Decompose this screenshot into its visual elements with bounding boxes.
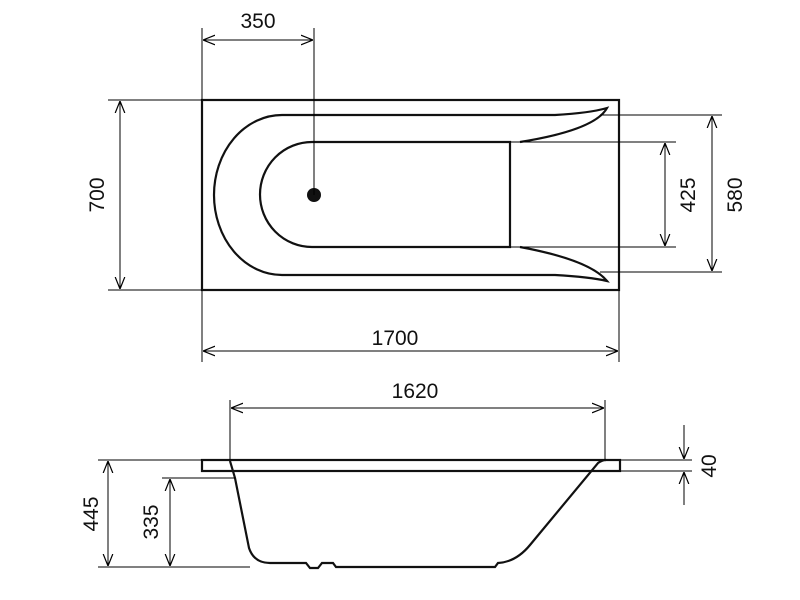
dimension-700-label: 700 (86, 177, 109, 212)
dimension-335-label: 335 (140, 504, 163, 539)
rim-outline (200, 458, 622, 473)
dimension-445-label: 445 (80, 496, 103, 531)
outer-basin-contour (212, 106, 610, 283)
dimension-1620-label: 1620 (392, 380, 439, 403)
dimension-40-label: 40 (698, 454, 721, 477)
side-view: 1620 445 335 40 (80, 380, 721, 570)
dimension-350-label: 350 (240, 10, 275, 33)
dimension-425-label: 425 (677, 177, 700, 212)
dimension-1700-label: 1700 (372, 327, 419, 350)
inner-basin-contour (258, 140, 512, 249)
tub-outline (200, 98, 621, 292)
dimension-580-label: 580 (724, 177, 747, 212)
tub-body-contour (228, 458, 607, 570)
top-view: 350 700 425 580 1700 (86, 10, 747, 362)
